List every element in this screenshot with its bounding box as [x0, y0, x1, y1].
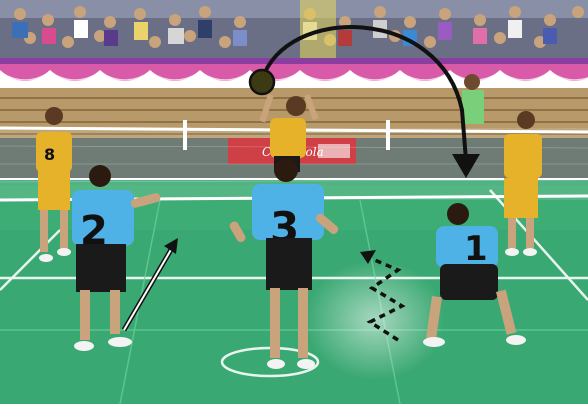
- player-yellow-left: 8: [36, 107, 72, 262]
- player-yellow-right: [504, 111, 542, 256]
- ball-trajectory-arrow: [260, 25, 480, 178]
- decorative-bunting: [0, 58, 588, 81]
- player-blue-1: 1: [423, 203, 526, 347]
- court-line: [0, 229, 61, 291]
- jersey-number: 1: [464, 229, 488, 269]
- jersey-number: 8: [44, 145, 55, 164]
- player-blue-3: 3: [229, 158, 339, 369]
- movement-arrow-dashed: [360, 250, 406, 342]
- referee: [462, 74, 484, 124]
- player-blue-2: 2: [72, 165, 161, 351]
- takraw-ball: [248, 68, 276, 96]
- movement-arrow-double: [121, 238, 178, 332]
